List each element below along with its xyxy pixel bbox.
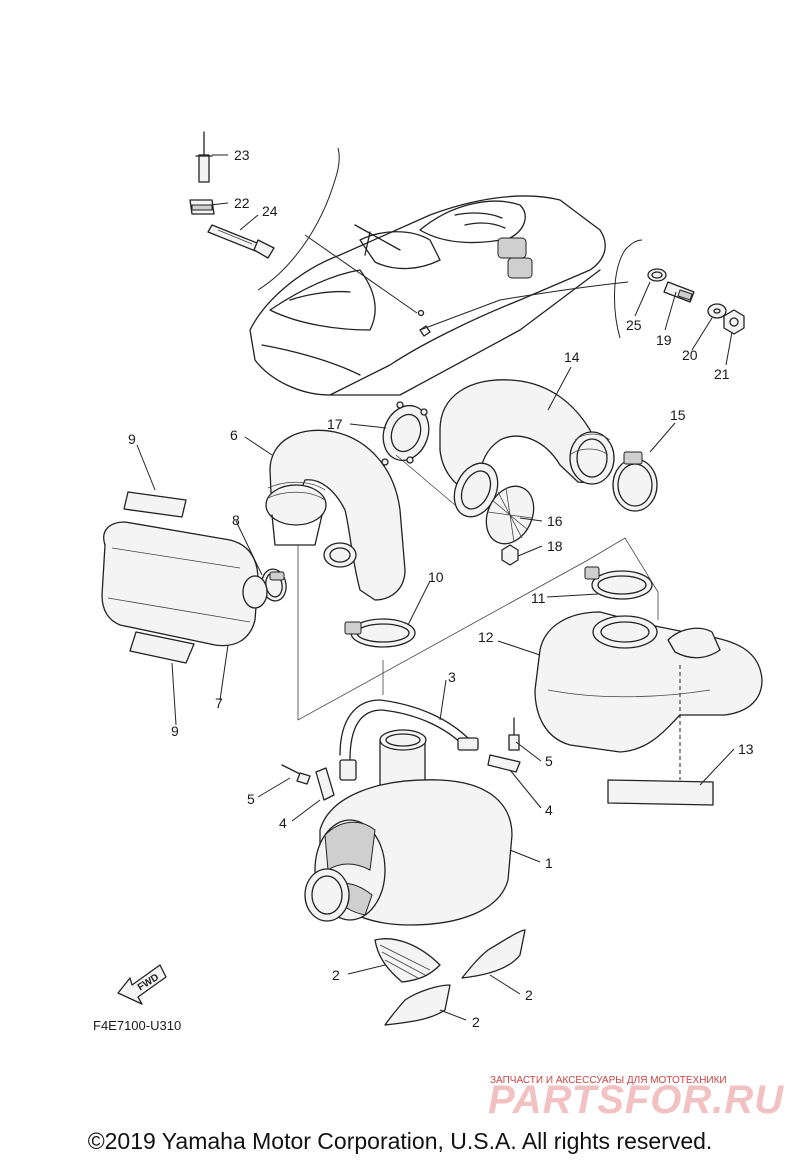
part-4-bracket-left [315, 767, 335, 801]
callout-22: 22 [234, 195, 250, 211]
part-6-elbow-hose [265, 429, 406, 601]
callout-24: 24 [262, 203, 278, 219]
part-24-cable-tie [207, 224, 275, 259]
callout-18: 18 [547, 538, 563, 554]
part-5-rivet-left [281, 764, 311, 785]
callout-labels: 23 22 24 25 19 20 21 14 15 17 6 9 16 8 1… [128, 147, 754, 1030]
part-1-filter-housing [304, 729, 513, 926]
callout-15: 15 [670, 407, 686, 423]
callout-13: 13 [738, 741, 754, 757]
callout-6: 6 [230, 427, 238, 443]
part-8-hose-clamp [261, 568, 287, 602]
part-22-clamp [189, 199, 215, 215]
part-15-hose-clamp [612, 451, 658, 512]
watermark-tagline: ЗАПЧАСТИ И АКСЕССУАРЫ ДЛЯ МОТОТЕХНИКИ [490, 1075, 727, 1086]
part-2-pad-c [384, 984, 451, 1026]
part-2-pad-a [374, 938, 441, 983]
part-3-strap [339, 699, 479, 781]
callout-2-bottom: 2 [472, 1014, 480, 1030]
callout-1: 1 [545, 855, 553, 871]
watercraft-outline [249, 195, 606, 396]
part-11-hose-clamp [584, 566, 653, 600]
part-7-resonator-box [101, 521, 268, 647]
part-9-pad-lower [129, 631, 195, 664]
callout-11: 11 [531, 590, 546, 606]
part-20-washer [707, 303, 727, 319]
callout-4-left: 4 [279, 815, 287, 831]
part-17-flange [381, 401, 430, 466]
callout-21: 21 [714, 366, 730, 382]
copyright-notice: ©2019 Yamaha Motor Corporation, U.S.A. A… [87, 1128, 713, 1154]
part-9-pad-upper [123, 491, 187, 518]
callout-5-right: 5 [545, 753, 553, 769]
callout-2-left: 2 [332, 967, 340, 983]
part-flange-ring [453, 462, 499, 518]
part-12-air-box [534, 611, 763, 753]
leader-lines [136, 154, 735, 1021]
part-21-nut [723, 309, 745, 335]
callout-23: 23 [234, 147, 250, 163]
callout-9-lower: 9 [171, 723, 179, 739]
part-14-intake-duct [439, 379, 615, 491]
callout-19: 19 [656, 332, 672, 348]
part-2-pad-b [461, 929, 526, 979]
diagram-code: F4E7100-U310 [93, 1018, 181, 1033]
callout-2-right: 2 [525, 987, 533, 1003]
detail-link-lines [257, 147, 643, 339]
callout-7: 7 [215, 695, 223, 711]
callout-16: 16 [547, 513, 563, 529]
part-4-bracket-right [487, 754, 521, 773]
callout-25: 25 [626, 317, 642, 333]
callout-14: 14 [564, 349, 580, 365]
fwd-arrow-icon: FWD [117, 964, 167, 1005]
callout-8: 8 [232, 512, 240, 528]
callout-4-right: 4 [545, 802, 553, 818]
callout-12: 12 [478, 629, 494, 645]
callout-10: 10 [428, 569, 444, 585]
part-13-pad [607, 779, 714, 806]
part-23-rivet [195, 131, 213, 183]
watermark-brand: PARTSFOR.RU [488, 1078, 784, 1122]
part-5-rivet-right [508, 717, 520, 751]
part-18-nut [501, 544, 519, 566]
part-25-hose-clip [647, 268, 667, 282]
assembly-dashed-lines [297, 454, 681, 780]
callout-9-upper: 9 [128, 431, 136, 447]
callout-20: 20 [682, 347, 698, 363]
part-19-fitting [663, 281, 695, 303]
callout-5-left: 5 [247, 791, 255, 807]
callout-17: 17 [327, 416, 343, 432]
watermark: ЗАПЧАСТИ И АКСЕССУАРЫ ДЛЯ МОТОТЕХНИКИ PA… [488, 1075, 784, 1122]
part-16-screen-plate [485, 485, 535, 545]
part-10-hose-clamp [344, 618, 416, 648]
callout-3: 3 [448, 669, 456, 685]
